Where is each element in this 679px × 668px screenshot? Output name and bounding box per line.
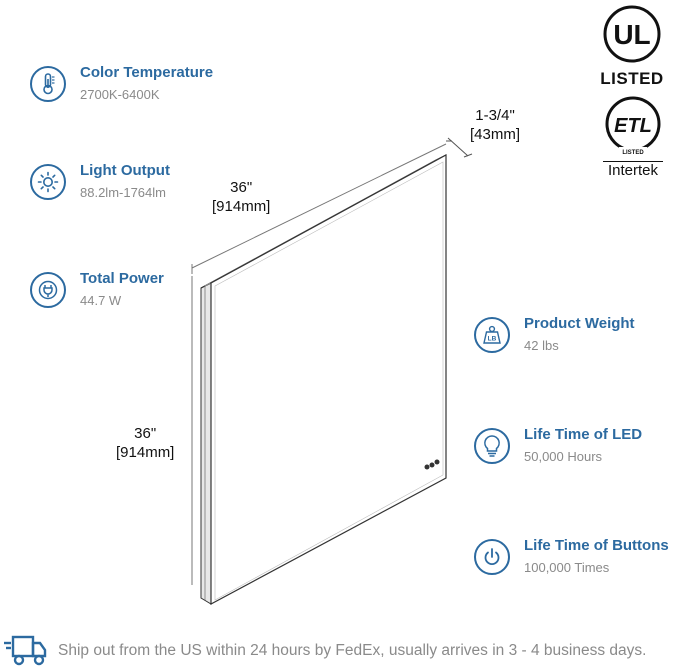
power-plug-icon <box>30 272 66 308</box>
spec-color-temperature: Color Temperature 2700K-6400K <box>30 64 213 103</box>
depth-dimension-line <box>446 137 473 158</box>
spec-title: Life Time of LED <box>524 426 643 443</box>
spec-title: Total Power <box>80 270 164 287</box>
spec-value: 2700K-6400K <box>80 87 160 102</box>
spec-title: Product Weight <box>524 315 635 332</box>
height-dimension-label: 36" [914mm] <box>116 424 174 462</box>
ul-label: LISTED <box>600 69 664 88</box>
touch-buttons <box>424 459 440 470</box>
weight-icon: LB <box>474 317 510 353</box>
etl-logo: ETL LISTED <box>605 96 661 156</box>
mirror-frame <box>200 153 447 606</box>
power-button-icon <box>474 539 510 575</box>
width-mm: [914mm] <box>212 198 271 215</box>
spec-light-output: Light Output 88.2lm-1764lm <box>30 162 170 201</box>
depth-mm: [43mm] <box>470 126 521 143</box>
width-dimension-label: 36" [914mm] <box>212 178 270 216</box>
spec-title: Light Output <box>80 162 170 179</box>
spec-value: 44.7 W <box>80 293 122 308</box>
shipping-message: Ship out from the US within 24 hours by … <box>58 642 647 659</box>
height-inch: 36" <box>134 425 157 442</box>
delivery-truck-icon <box>4 635 47 666</box>
ul-logo: UL <box>603 5 661 63</box>
spec-value: 88.2lm-1764lm <box>80 185 166 200</box>
depth-dimension-label: 1-3/4" [43mm] <box>470 106 520 144</box>
width-dimension-line <box>191 143 447 274</box>
thermometer-icon <box>30 66 66 102</box>
spec-button-lifetime: Life Time of Buttons 100,000 Times <box>474 537 669 576</box>
spec-product-weight: LB Product Weight 42 lbs <box>474 315 635 354</box>
spec-total-power: Total Power 44.7 W <box>30 270 164 309</box>
light-bulb-icon <box>474 428 510 464</box>
svg-text:ETL: ETL <box>614 115 652 137</box>
sun-icon <box>30 164 66 200</box>
height-mm: [914mm] <box>116 444 175 461</box>
weight-icon-label: LB <box>488 336 497 343</box>
spec-value: 42 lbs <box>524 338 559 353</box>
spec-led-lifetime: Life Time of LED 50,000 Hours <box>474 426 642 465</box>
spec-title: Color Temperature <box>80 64 214 81</box>
svg-text:LISTED: LISTED <box>622 150 644 156</box>
depth-inch: 1-3/4" <box>475 107 515 124</box>
ul-certification: UL LISTED <box>600 4 664 89</box>
etl-label: Intertek <box>607 162 659 179</box>
width-inch: 36" <box>230 179 253 196</box>
shipping-banner: Ship out from the US within 24 hours by … <box>0 628 679 668</box>
etl-certification: ETL LISTED Intertek <box>601 94 665 179</box>
spec-value: 50,000 Hours <box>524 449 603 464</box>
spec-value: 100,000 Times <box>524 560 610 575</box>
spec-title: Life Time of Buttons <box>524 537 669 554</box>
svg-text:UL: UL <box>613 19 650 50</box>
